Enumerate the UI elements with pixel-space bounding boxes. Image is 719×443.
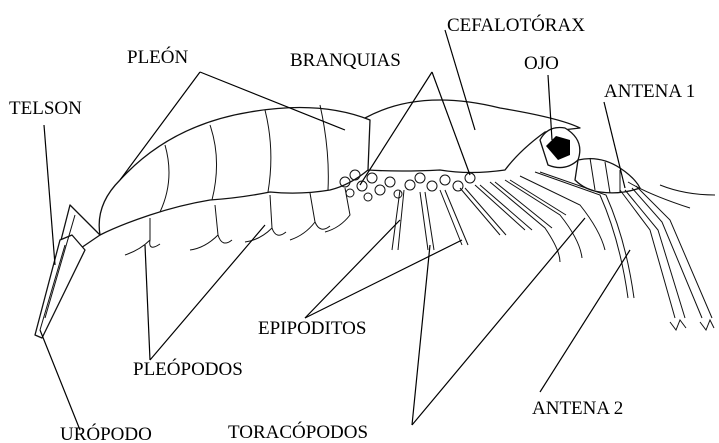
- label-toracopodos: TORACÓPODOS: [228, 421, 368, 443]
- label-uropodo: URÓPODO: [60, 423, 152, 443]
- label-pleopodos: PLEÓPODOS: [133, 358, 243, 380]
- label-telson: TELSON: [9, 98, 82, 119]
- gills-drawing: [340, 170, 475, 201]
- label-cefalotorax: CEFALOTÓRAX: [447, 14, 585, 36]
- label-branquias: BRANQUIAS: [290, 50, 401, 71]
- label-pleon: PLEÓN: [127, 46, 189, 68]
- label-ojo: OJO: [524, 53, 559, 74]
- label-antena1: ANTENA 1: [604, 81, 695, 102]
- antennae-drawing: [620, 182, 715, 330]
- label-epipoditos: EPIPODITOS: [258, 318, 366, 339]
- leader-lines: [40, 30, 630, 430]
- pleon-segments: [99, 108, 370, 236]
- label-antena2: ANTENA 2: [532, 398, 623, 419]
- krill-body: [35, 100, 715, 338]
